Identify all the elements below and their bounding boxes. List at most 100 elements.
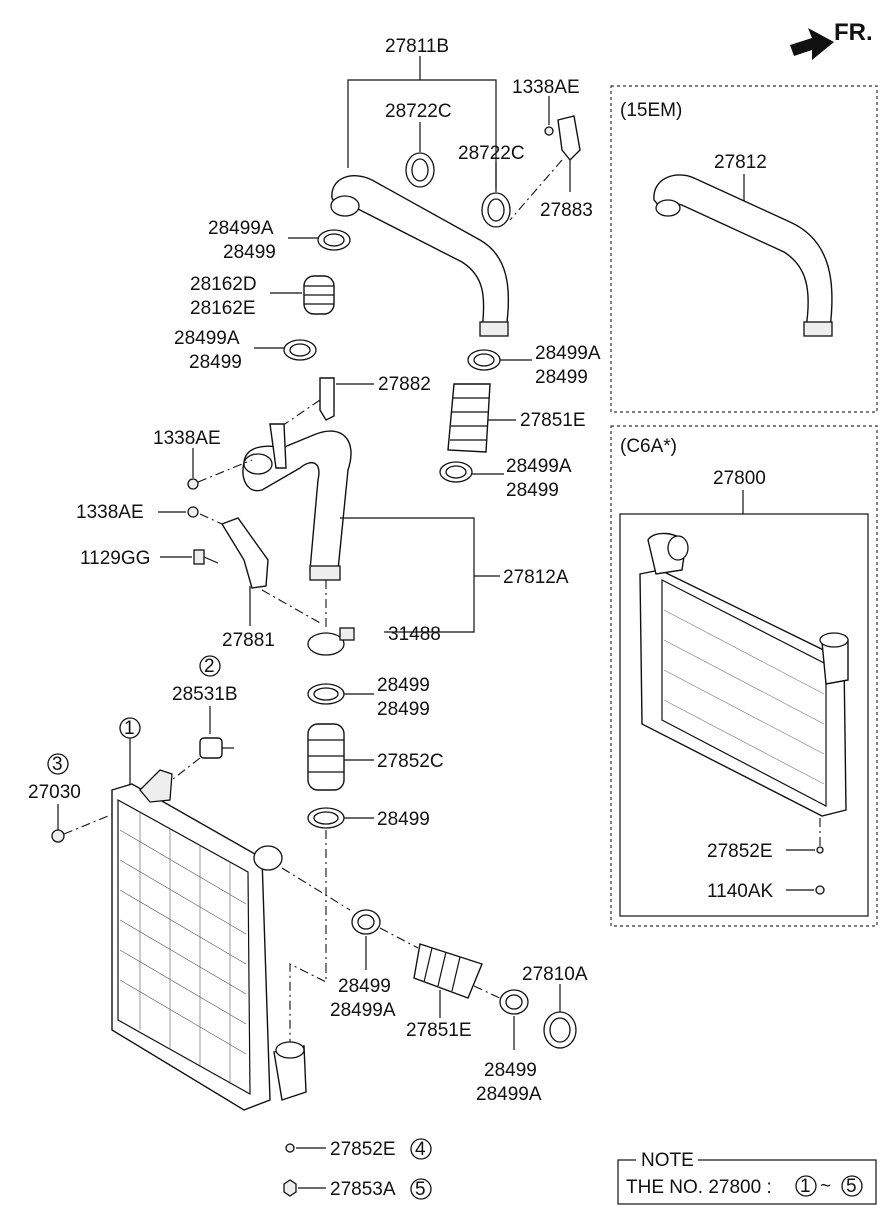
hose-clamp-3 <box>467 349 501 371</box>
seal-27852E <box>285 1143 295 1153</box>
label-1338AE-mid: 1338AE <box>153 428 221 449</box>
label-28722C-left: 28722C <box>385 101 452 122</box>
label-27881: 27881 <box>222 630 275 651</box>
hose-clamp-4 <box>439 461 473 483</box>
label-28499-7: 28499 <box>338 976 391 997</box>
bracket-27882 <box>319 377 335 421</box>
label-28162D: 28162D <box>190 274 257 295</box>
hose-clamp-5 <box>307 683 345 705</box>
pipe-27812 <box>653 174 833 329</box>
label-28499A-2: 28499A <box>174 328 240 349</box>
hose-clamp-1 <box>317 229 351 251</box>
callout-4-label: 4 <box>415 1139 426 1160</box>
label-28499-6: 28499 <box>377 809 430 830</box>
upper-pipe-shape <box>331 175 510 331</box>
clamp-28722C-left <box>405 152 435 188</box>
label-27811B: 27811B <box>385 36 449 57</box>
label-28499A-3: 28499A <box>535 343 601 364</box>
front-direction-indicator: FR. <box>790 19 873 60</box>
hose-clamp-8 <box>499 989 529 1015</box>
label-28722C-right: 28722C <box>458 143 525 164</box>
label-28499-8: 28499 <box>484 1060 537 1081</box>
clamp-31488 <box>307 627 355 656</box>
label-28499-4: 28499 <box>506 480 559 501</box>
callout-5 <box>410 1178 432 1200</box>
label-28499-5b: 28499 <box>377 699 430 720</box>
label-31488: 31488 <box>388 624 441 645</box>
variant-box-15EM: (15EM) 27812 <box>610 85 878 413</box>
hose-28162D <box>303 275 335 315</box>
label-27852E-C6A: 27852E <box>707 841 773 862</box>
label-28499-1: 28499 <box>223 242 276 263</box>
note-callout-end <box>841 1175 863 1197</box>
label-1129GG: 1129GG <box>80 548 150 569</box>
label-27851E-top: 27851E <box>520 410 586 431</box>
label-1338AE-top: 1338AE <box>512 77 580 98</box>
front-arrow-icon <box>790 28 834 60</box>
bolt-1140AK <box>815 885 825 895</box>
callout-1-label: 1 <box>124 718 135 739</box>
label-27882: 27882 <box>378 374 431 395</box>
variant-box-C6A: (C6A*) 27800 27852E 1140AK <box>610 425 878 927</box>
variant-C6A-title: (C6A*) <box>620 436 677 457</box>
bracket-27812A <box>269 423 287 469</box>
hose-27852C <box>307 723 345 791</box>
note-range-sep: ~ <box>820 1176 831 1197</box>
label-28499A-8: 28499A <box>476 1084 542 1105</box>
callout-2 <box>199 655 221 677</box>
label-28531B: 28531B <box>172 684 238 705</box>
label-27851E-bottom: 27851E <box>406 1020 472 1041</box>
callout-4 <box>410 1138 432 1160</box>
nut-1338AE-mid <box>187 478 199 490</box>
label-27810A: 27810A <box>522 964 588 985</box>
callout-3 <box>47 753 69 775</box>
upper-pipe-27811B <box>330 175 510 337</box>
bracket-27883 <box>557 115 581 162</box>
hose-clamp-7 <box>351 909 381 935</box>
note-range-start: 1 <box>800 1176 811 1197</box>
hose-27851E-top <box>447 383 491 453</box>
label-28162E: 28162E <box>190 298 256 319</box>
label-27812: 27812 <box>714 152 767 173</box>
nut-27853A <box>283 1179 297 1197</box>
callout-2-label: 2 <box>204 656 215 677</box>
label-1140AK: 1140AK <box>707 881 774 902</box>
hose-27851E-bottom <box>413 943 483 999</box>
hose-clamp-6 <box>307 807 345 829</box>
label-27030: 27030 <box>28 782 81 803</box>
label-28499-2: 28499 <box>189 352 242 373</box>
front-label: FR. <box>834 19 873 46</box>
label-27852C: 27852C <box>377 751 444 772</box>
bracket-27881 <box>220 517 269 589</box>
callout-3-label: 3 <box>52 754 63 775</box>
note-title: NOTE <box>641 1150 694 1171</box>
clamp-28722C-right <box>481 192 511 228</box>
variant-15EM-title: (15EM) <box>620 100 682 121</box>
label-28499A-4: 28499A <box>506 456 572 477</box>
seal-27852E-C6A <box>816 846 824 854</box>
note-callout-start <box>795 1175 817 1197</box>
label-27800: 27800 <box>713 468 766 489</box>
label-28499-5a: 28499 <box>377 675 430 696</box>
nut-1338AE-top <box>544 126 554 136</box>
callout-5-label: 5 <box>415 1179 426 1200</box>
hose-27810A <box>543 1011 577 1049</box>
intercooler-27800 <box>111 769 307 1111</box>
label-28499A-7: 28499A <box>330 1000 396 1021</box>
bolt-1129GG <box>193 549 219 565</box>
note-box: NOTE THE NO. 27800 : 1 ~ 5 <box>617 1150 877 1205</box>
label-1338AE-low: 1338AE <box>76 502 144 523</box>
label-27852E-bottom: 27852E <box>330 1139 396 1160</box>
label-27883: 27883 <box>540 200 593 221</box>
intercooler-C6A <box>639 532 849 817</box>
label-28499A-1: 28499A <box>208 218 274 239</box>
bolt-27030 <box>51 829 65 843</box>
note-range-end: 5 <box>846 1176 857 1197</box>
label-28499-3: 28499 <box>535 367 588 388</box>
label-27812A: 27812A <box>503 567 569 588</box>
hose-clamp-2 <box>283 339 317 361</box>
nut-1338AE-low <box>187 506 199 518</box>
label-27853A: 27853A <box>330 1179 396 1200</box>
mount-28531B <box>199 737 234 759</box>
